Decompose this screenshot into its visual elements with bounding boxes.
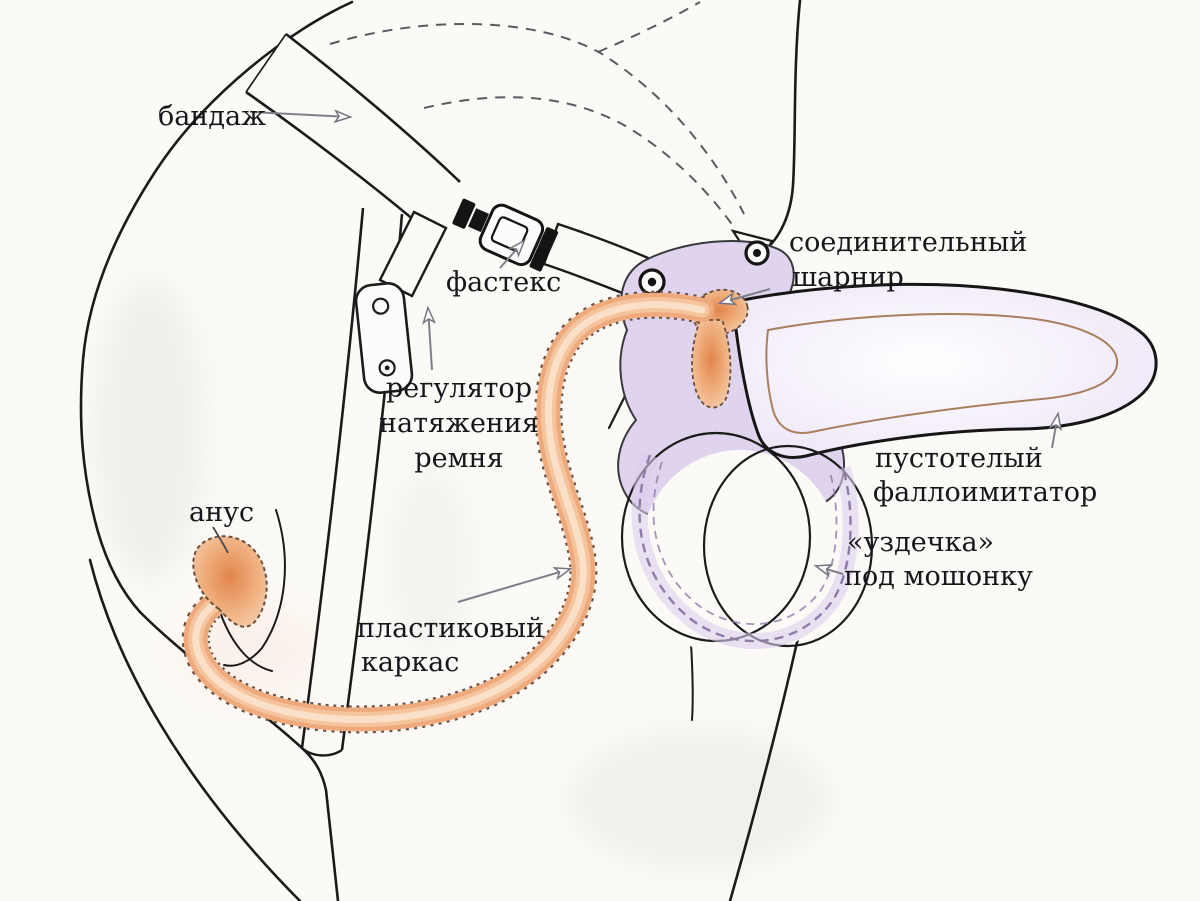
diagonal-strap <box>378 210 448 298</box>
label-bridle-line1: «уздечка» <box>847 527 994 558</box>
arrow-regulator <box>428 308 432 371</box>
label-regulator-line2: натяжения <box>379 408 539 439</box>
harness-ring-hole <box>640 450 840 660</box>
plastic-frame-tube <box>181 290 714 734</box>
anus-spot <box>192 535 268 628</box>
label-regulator-line1: регулятор <box>386 373 532 404</box>
arrow-dildo <box>1052 414 1058 449</box>
anus-fold-line <box>223 509 286 667</box>
arrow-plastic-frame <box>457 569 570 603</box>
label-anus: анус <box>189 497 254 528</box>
body-outline <box>79 0 802 901</box>
scrotum-bridle-strap <box>631 452 859 649</box>
waist-strap <box>245 32 461 233</box>
thigh-back-line <box>88 558 302 901</box>
label-fastex: фастекс <box>446 267 561 298</box>
label-plastic-frame-line2: каркас <box>361 647 459 678</box>
label-bridle-line2: под мошонку <box>844 561 1033 592</box>
anus-leader-line <box>212 526 229 554</box>
label-plastic-frame-line1: пластиковый <box>357 613 544 644</box>
back-and-buttock-line <box>79 0 354 614</box>
stray-mark <box>607 394 627 430</box>
arrow-hinge <box>720 288 771 303</box>
anus-fold-line-2 <box>219 611 273 672</box>
labels: бандаж фастекс соединительный шарнир рег… <box>158 101 1097 678</box>
right-leg-line <box>728 636 800 901</box>
label-hollow-dildo-line1: пустотелый <box>875 443 1043 474</box>
dildo-inner-cavity-line <box>765 313 1119 434</box>
torso-front-line <box>761 0 802 254</box>
arrow-fastex <box>499 241 524 269</box>
hollow-dildo <box>731 282 1158 459</box>
label-regulator-line3: ремня <box>414 443 503 474</box>
arrow-bridle <box>816 566 844 574</box>
label-hollow-dildo-line2: фаллоимитатор <box>873 477 1097 508</box>
thigh-top-line <box>138 610 340 901</box>
fastex-buckle <box>452 198 559 272</box>
far-side-strap-dashed <box>329 1 745 231</box>
annotation-arrows <box>212 112 1058 603</box>
label-connector-hinge-line1: соединительный <box>789 227 1027 258</box>
arrow-bandage <box>251 112 350 117</box>
strap-tension-adjuster <box>354 282 414 394</box>
label-bandage: бандаж <box>158 101 266 132</box>
label-connector-hinge-line2: шарнир <box>792 262 904 293</box>
